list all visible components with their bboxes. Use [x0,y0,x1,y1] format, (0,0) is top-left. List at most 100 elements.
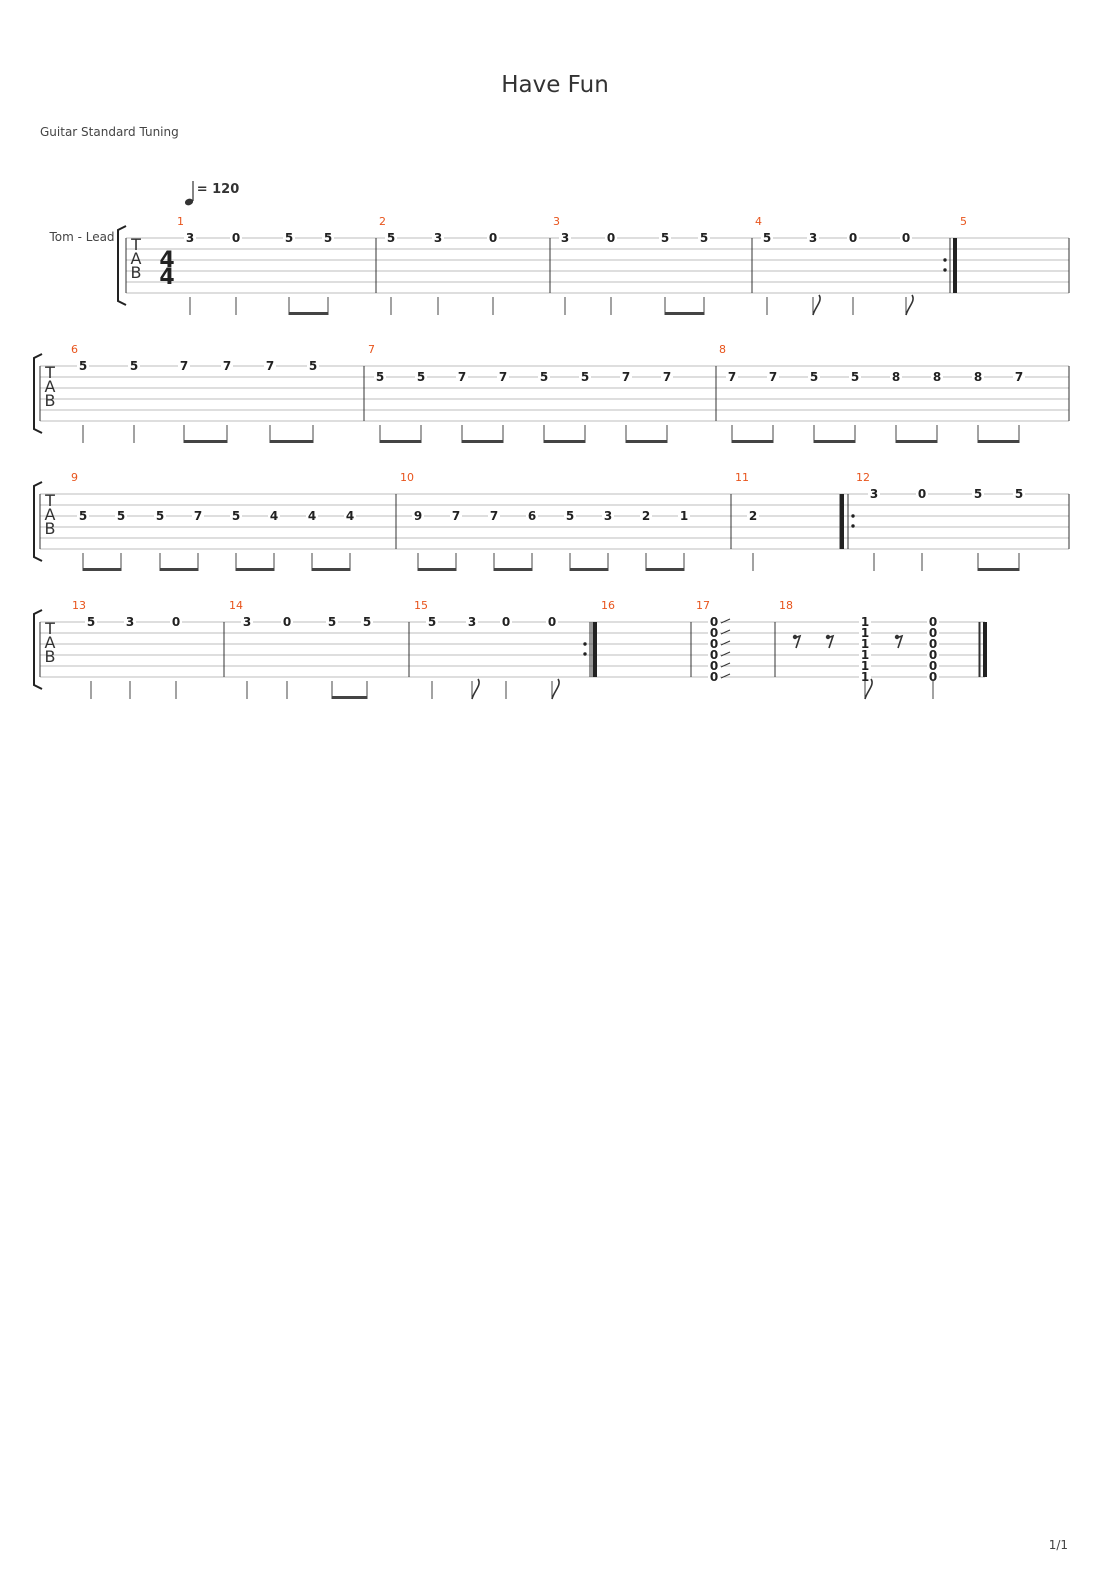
repeat-dot [583,652,587,656]
fret-number-bg [264,360,276,372]
arpeggio-stroke [720,618,731,624]
fret-number-bg [659,232,671,244]
fret-number: 0 [918,487,926,501]
fret-number-bg [972,488,984,500]
measure-number: 1 [177,215,184,228]
fret-number-bg [927,660,939,671]
eighth-beam [236,568,274,571]
fret-number: 1 [680,509,688,523]
fret-number: 3 [468,615,476,629]
fret-number: 3 [870,487,878,501]
fret-number-bg [678,510,690,522]
fret-number-bg [859,627,871,638]
fret-number-bg [1013,488,1025,500]
fret-number-bg [579,371,591,383]
tab-clef-letter: B [45,391,56,410]
fret-number-bg [1013,371,1025,383]
measure-number: 18 [779,599,793,612]
fret-number-bg [747,510,759,522]
measure-number: 3 [553,215,560,228]
fret-number-bg [927,627,939,638]
fret-number: 5 [376,370,384,384]
fret-number: 3 [809,231,817,245]
fret-number-bg [605,232,617,244]
fret-number-bg [859,616,871,627]
fret-number: 3 [604,509,612,523]
fret-number: 7 [1015,370,1023,384]
time-signature-bottom: 4 [159,265,174,290]
fret-number-bg [128,360,140,372]
fret-number: 5 [763,231,771,245]
fret-number: 0 [849,231,857,245]
fret-number-bg [115,510,127,522]
fret-number-bg [972,371,984,383]
fret-number: 5 [700,231,708,245]
fret-number-bg [927,638,939,649]
fret-number: 1 [861,615,869,629]
fret-number-bg [268,510,280,522]
fret-number: 5 [540,370,548,384]
eighth-beam [83,568,121,571]
eighth-beam [814,440,855,443]
eighth-beam [570,568,608,571]
fret-number: 5 [232,509,240,523]
fret-number-bg [868,488,880,500]
fret-number: 5 [387,231,395,245]
eighth-flag [812,294,821,316]
fret-number-bg [546,616,558,628]
fret-number-bg [708,649,720,660]
eighth-rest [793,634,802,649]
fret-number: 7 [769,370,777,384]
fret-number-bg [640,510,652,522]
measure-number: 10 [400,471,414,484]
tab-clef-letter: T [130,235,141,254]
fret-number: 1 [861,626,869,640]
tab-clef-letter: A [45,505,56,524]
fret-number-bg [726,371,738,383]
measure-number: 7 [368,343,375,356]
fret-number: 0 [710,626,718,640]
fret-number: 0 [902,231,910,245]
fret-number: 0 [929,648,937,662]
eighth-flag [905,294,914,316]
fret-number-bg [178,360,190,372]
fret-number: 8 [974,370,982,384]
fret-number: 7 [194,509,202,523]
fret-number: 6 [528,509,536,523]
fret-number: 2 [642,509,650,523]
fret-number: 5 [285,231,293,245]
fret-number-bg [767,371,779,383]
fret-number: 1 [861,670,869,684]
eighth-beam [626,440,667,443]
fret-number-bg [283,232,295,244]
fret-number-bg [620,371,632,383]
eighth-flag [471,678,480,700]
measure-number: 15 [414,599,428,612]
eighth-beam [270,440,313,443]
fret-number: 7 [728,370,736,384]
measure-number: 11 [735,471,749,484]
fret-number: 5 [428,615,436,629]
measure-number: 4 [755,215,762,228]
eighth-beam [184,440,227,443]
fret-number-bg [927,671,939,682]
fret-number-bg [426,616,438,628]
fret-number: 5 [363,615,371,629]
fret-number: 7 [180,359,188,373]
fret-number-bg [761,232,773,244]
fret-number-bg [916,488,928,500]
fret-number-bg [326,616,338,628]
fret-number-bg [849,371,861,383]
eighth-beam [312,568,350,571]
fret-number-bg [385,232,397,244]
fret-number-bg [890,371,902,383]
fret-number-bg [221,360,233,372]
fret-number: 0 [710,670,718,684]
fret-number-bg [488,510,500,522]
tab-clef-letter: A [45,633,56,652]
fret-number: 5 [581,370,589,384]
fret-number: 0 [172,615,180,629]
fret-number: 5 [324,231,332,245]
measure-number: 2 [379,215,386,228]
